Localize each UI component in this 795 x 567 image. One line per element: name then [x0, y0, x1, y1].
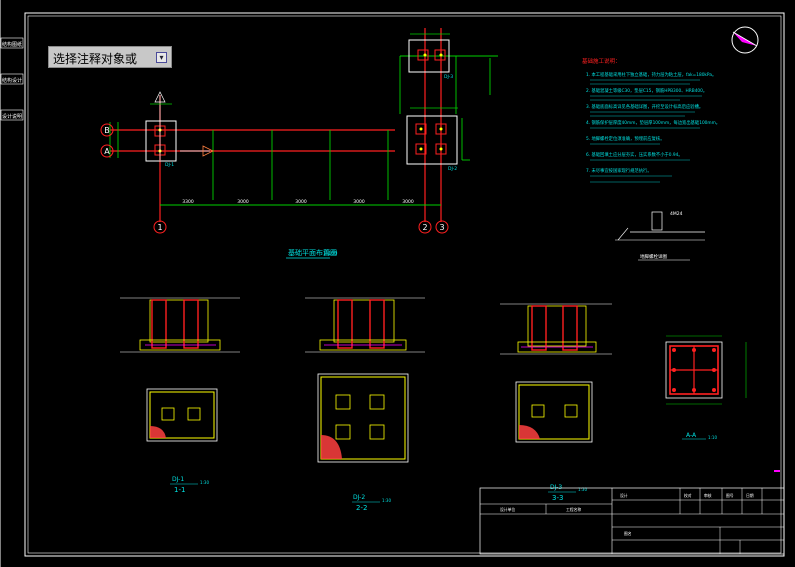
titleblock-cell: 工程名称	[566, 507, 581, 512]
foundation-tag: DJ-2	[448, 166, 457, 172]
note-line: 4. 钢筋保护层厚度40mm，垫层厚100mm，每边宽出基础100mm。	[586, 119, 720, 126]
svg-text:1: 1	[157, 223, 162, 232]
section-name: 3-3	[552, 494, 563, 502]
foundation-tag: DJ-3	[444, 74, 453, 80]
titleblock-cell: 图号	[726, 493, 734, 498]
footing-dj1-plan[interactable]	[145, 120, 177, 162]
section-name: 2-2	[356, 504, 367, 512]
foundation-tag: DJ-1	[165, 162, 174, 168]
drawing-frame	[24, 12, 785, 557]
titleblock-cell: 设计单位	[500, 507, 515, 512]
dim-label: 3000	[402, 199, 414, 205]
titleblock-cell: 校对	[684, 493, 692, 498]
axis-bubble-a: A	[100, 144, 114, 158]
note-line: 6. 基础回填土应分层夯实，压实系数不小于0.94。	[586, 151, 683, 158]
note-line: 2. 基础混凝土等级C30，垫层C15，钢筋HPB300、HRB400。	[586, 87, 707, 94]
axis-bubble-1: 1	[153, 220, 167, 234]
dim-label: 3000	[295, 199, 307, 205]
titleblock-cell: 设计	[620, 493, 628, 498]
section-elevations	[120, 297, 612, 355]
footing-dj3-plan[interactable]	[408, 39, 450, 73]
axis-bubble-2: 2	[418, 220, 432, 234]
column-section-aa	[665, 335, 747, 405]
construction-notes: 基础施工说明： 1. 本工程基础采用柱下独立基础，持力层为粘土层，fak=180…	[582, 57, 720, 183]
title-block: 设计单位 工程名称 图名 设计 校对 审核 图号 日期	[479, 487, 785, 555]
sidebar-label: 结构图纸	[2, 41, 22, 48]
section-name: 1-1	[174, 486, 185, 494]
svg-text:3: 3	[439, 223, 444, 232]
svg-text:A: A	[104, 147, 110, 156]
north-arrow-icon	[731, 26, 759, 54]
axis-bubble-b: B	[100, 123, 114, 137]
sidebar-label: 设计说明	[2, 113, 22, 120]
detail-label: 地脚螺栓详图	[640, 253, 667, 260]
titleblock-cell: 日期	[746, 493, 754, 498]
footing-section-plans: DJ-1 1-1 1:30 DJ-2 2-2 1:30 DJ-3 3-3 1:3…	[146, 373, 717, 512]
detail-sub: 4M24	[670, 211, 683, 217]
axis-bubble-3: 3	[435, 220, 449, 234]
titleblock-cell: 图名	[624, 531, 632, 536]
grip-marker	[774, 470, 780, 472]
left-sidebar: 结构图纸 结构设计 设计说明	[0, 0, 24, 567]
section-name: A-A	[686, 432, 697, 439]
section-tag: DJ-1	[172, 476, 184, 483]
tooltip-text: 选择注释对象或	[53, 52, 138, 66]
command-tooltip[interactable]: 选择注释对象或 ▾	[48, 46, 172, 68]
section-scale: 1:30	[578, 487, 587, 492]
plan-scale: 1:100	[323, 251, 337, 257]
titleblock-cell: 审核	[704, 493, 712, 498]
notes-title: 基础施工说明：	[582, 57, 621, 65]
dim-label: 3000	[353, 199, 365, 205]
section-scale: 1:10	[708, 435, 717, 440]
svg-text:2: 2	[422, 223, 427, 232]
note-line: 5. 地脚螺栓定位须准确，预埋前应复核。	[586, 135, 665, 142]
dim-label: 3300	[182, 199, 194, 205]
section-tag: DJ-3	[550, 484, 562, 491]
section-tag: DJ-2	[353, 494, 365, 501]
footing-dj2-plan[interactable]	[406, 115, 458, 165]
note-line: 1. 本工程基础采用柱下独立基础，持力层为粘土层，fak=180kPa。	[586, 71, 716, 78]
anchor-bolt-detail: 地脚螺栓详图 4M24	[615, 211, 705, 261]
dim-label: 3000	[237, 199, 249, 205]
note-line: 3. 基础底面标高详见各基础详图，开挖至设计标高后应验槽。	[586, 103, 703, 110]
section-scale: 1:30	[382, 498, 391, 503]
note-line: 7. 未尽事宜按国家现行规范执行。	[586, 167, 652, 174]
dropdown-icon[interactable]: ▾	[156, 52, 167, 63]
plan-title: 基础平面布置图	[288, 248, 337, 257]
foundation-plan: B A 1 2 3 3300 3000 3000 3000 3000 DJ-1 …	[100, 28, 498, 259]
sidebar-label: 结构设计	[2, 77, 22, 84]
svg-text:B: B	[104, 126, 110, 135]
drawing-inner-frame	[27, 15, 782, 554]
section-scale: 1:30	[200, 480, 209, 485]
